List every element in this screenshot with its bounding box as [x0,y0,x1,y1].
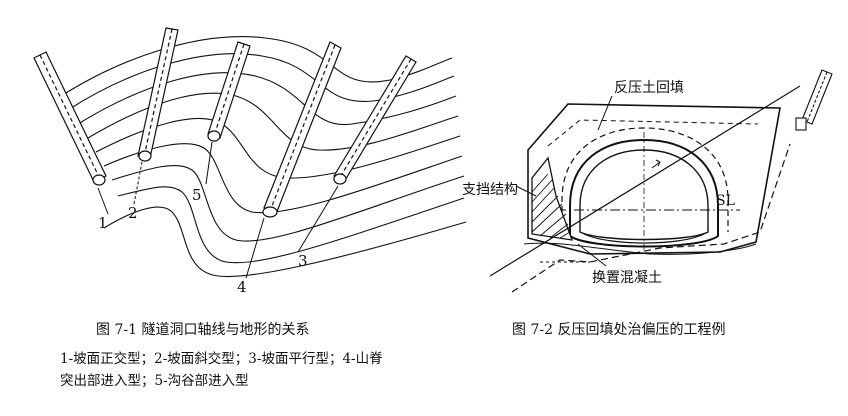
tunnel-2 [137,27,179,162]
figure-1-legend-line-2: 突出部进入型；5-沟谷部进入型 [60,373,249,389]
slope-arrow [651,159,661,169]
label-replacement-concrete: 换置混凝土 [592,269,662,286]
tunnel-5 [207,41,251,142]
tunnel-lining-inner [579,149,709,241]
marker-1: 1 [98,214,108,232]
marker-2: 2 [128,204,138,222]
label-sl: SL [716,193,735,209]
backfill-block [527,103,781,255]
marker-5: 5 [192,186,202,204]
tunnel-lining-outer [569,138,719,248]
marker-3: 3 [298,252,308,270]
label-leaders [515,95,613,267]
label-retaining-structure: 支挡结构 [462,182,518,198]
figure-2-caption: 图 7-2 反压回填处治偏压的工程例 [512,322,726,338]
ground-lines [489,85,801,293]
retaining-structure [531,156,573,241]
figure-2-diagram: SL [462,69,833,293]
tunnel-outer-dashed [561,127,729,232]
figure-1-caption: 图 7-1 隧道洞口轴线与地形的关系 [96,322,310,338]
tunnel-invert [583,233,705,244]
tunnel-1 [33,51,107,186]
figure-1-legend: 1-坡面正交型；2-坡面斜交型；3-坡面平行型；4-山脊 突出部进入型；5-沟谷… [60,348,440,392]
tunnel-4 [262,41,342,218]
marker-4: 4 [237,278,247,296]
backfill-dashed-inner [547,119,759,147]
leader-lines [97,141,339,279]
figure-1-legend-line-1: 1-坡面正交型；2-坡面斜交型；3-坡面平行型；4-山脊 [60,351,383,367]
label-backfill: 反压土回填 [614,80,684,96]
tunnel-3 [333,55,417,185]
slope-top-marker [795,69,833,131]
